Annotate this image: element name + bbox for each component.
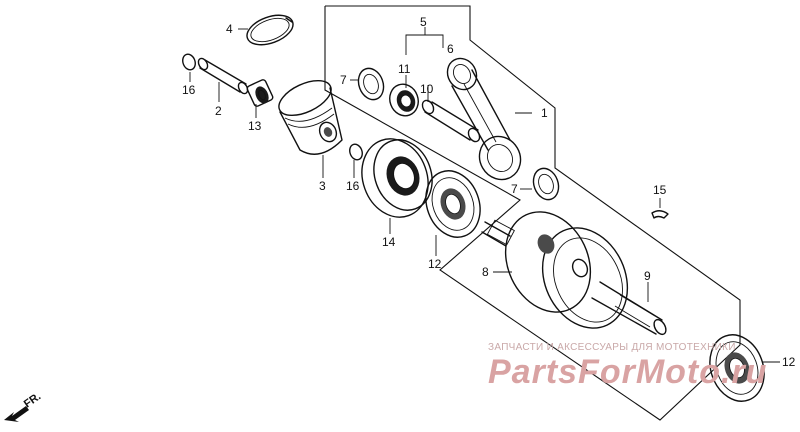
forward-arrow-icon — [4, 406, 29, 422]
callout-5: 5 — [420, 15, 427, 29]
callout-4: 4 — [226, 22, 233, 36]
oil-seal-part — [361, 138, 433, 218]
ball-bearing-part-upper — [425, 170, 481, 238]
crankshaft-part — [481, 211, 667, 336]
watermark-brand: PartsForMoto.ru — [488, 353, 767, 391]
piston-part — [278, 79, 343, 155]
callout-16-lower: 16 — [346, 179, 360, 193]
thrust-washer-part-lower — [532, 167, 560, 201]
circlip-part-top — [182, 53, 196, 71]
watermark-caption: ЗАПЧАСТИ И АКСЕССУАРЫ ДЛЯ МОТОТЕХНИКИ — [488, 342, 736, 353]
woodruff-key-part — [651, 210, 669, 219]
connecting-rod-part — [446, 57, 522, 181]
callout-8: 8 — [482, 265, 489, 279]
callout-7-top: 7 — [340, 73, 347, 87]
ball-bearing-part-lower — [709, 334, 765, 402]
circlip-part-lower — [349, 143, 363, 161]
callout-3: 3 — [319, 179, 326, 193]
piston-pin-part — [197, 57, 249, 95]
callout-11: 11 — [398, 62, 411, 76]
callout-15: 15 — [653, 183, 667, 197]
callout-1: 1 — [541, 106, 548, 120]
callout-6: 6 — [447, 42, 454, 56]
callouts: 1 2 3 4 5 6 7 7 8 9 10 11 12 12 13 14 15… — [182, 15, 796, 369]
callout-14: 14 — [382, 235, 396, 249]
forward-direction-indicator: FR. — [4, 390, 43, 422]
callout-9: 9 — [644, 269, 651, 283]
crank-pin-part — [421, 99, 481, 143]
callout-13: 13 — [248, 119, 262, 133]
callout-16-top: 16 — [182, 83, 196, 97]
callout-10: 10 — [420, 82, 434, 96]
conrod-needle-bearing-part — [389, 83, 419, 117]
callout-7-lower: 7 — [511, 182, 518, 196]
watermark: ЗАПЧАСТИ И АКСЕССУАРЫ ДЛЯ МОТОТЕХНИКИ Pa… — [488, 342, 767, 391]
assembly-frame — [324, 5, 741, 421]
callout-12-lower: 12 — [782, 355, 796, 369]
callout-2: 2 — [215, 104, 222, 118]
needle-bearing-part — [246, 79, 274, 107]
piston-ring-part — [246, 14, 294, 46]
thrust-washer-part-top — [357, 67, 385, 101]
callout-12-upper: 12 — [428, 257, 442, 271]
leader-lines — [189, 27, 780, 363]
